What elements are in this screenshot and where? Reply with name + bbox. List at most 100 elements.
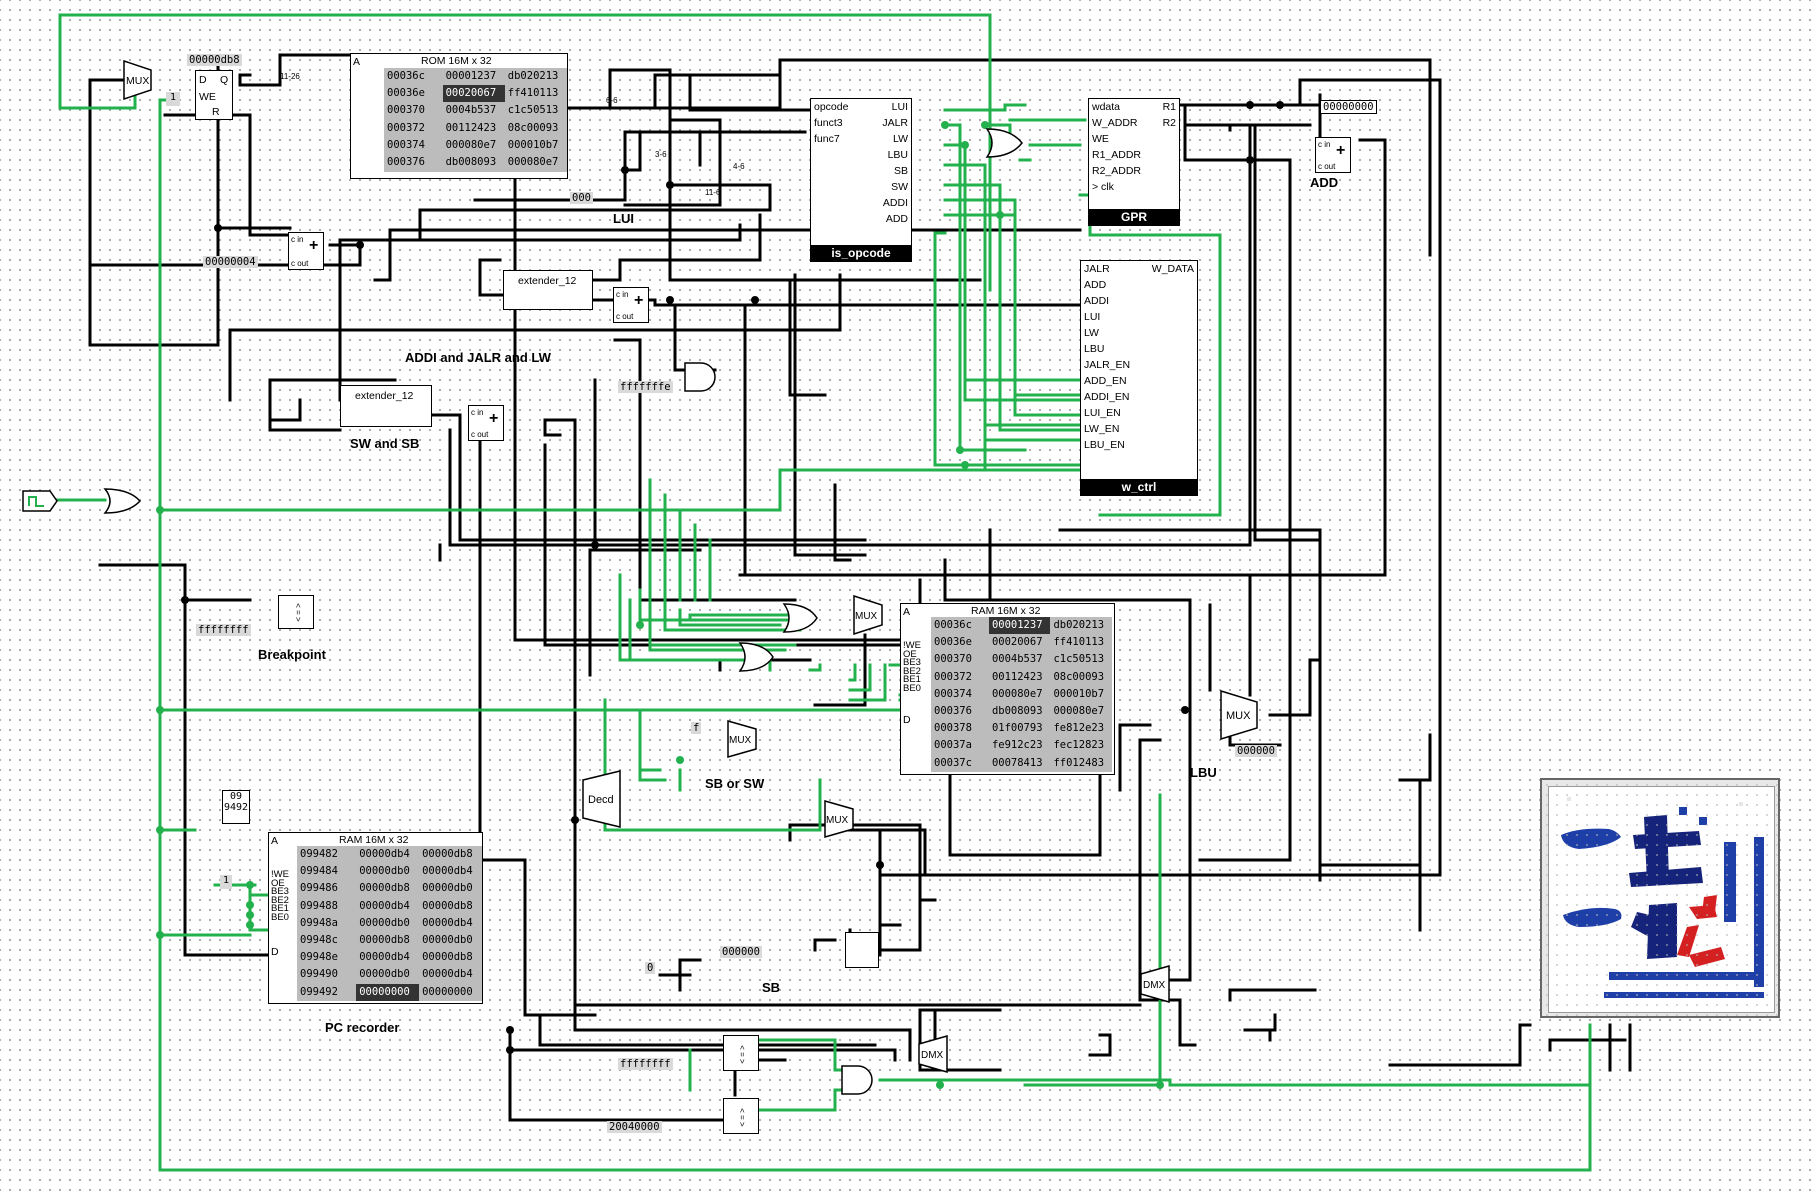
pc-value-display: 00000db8 bbox=[187, 54, 242, 66]
memory-word: fe912c23 bbox=[991, 739, 1043, 752]
memory-row: 00037a fe912c23 fec12823 bbox=[931, 737, 1112, 754]
is-opcode-output-port: LBU bbox=[887, 149, 908, 161]
memory-word: fec12823 bbox=[1053, 739, 1105, 752]
memory-address: 000372 bbox=[387, 121, 425, 134]
clock-icon[interactable] bbox=[22, 490, 58, 512]
memory-address: 000376 bbox=[934, 704, 972, 717]
io-comparator-a: < = > bbox=[723, 1035, 759, 1071]
memory-word: 00112423 bbox=[991, 670, 1043, 683]
adder-cin: c in bbox=[471, 408, 484, 417]
pc-we-const[interactable]: 1 bbox=[166, 92, 180, 106]
dmx-icon: DMX bbox=[1140, 965, 1170, 1003]
io-addr-const: 20040000 bbox=[607, 1121, 662, 1133]
splitter-label: 11-26 bbox=[280, 72, 300, 81]
lbu-label: LBU bbox=[1190, 765, 1217, 780]
memory-word: 000080e7 bbox=[445, 138, 497, 151]
w-ctrl-input-port: LBU_EN bbox=[1084, 439, 1125, 451]
memory-word: 00000db0 bbox=[359, 968, 410, 981]
extender-12-a: extender_12 bbox=[503, 270, 593, 310]
plus-icon: + bbox=[1336, 142, 1346, 159]
dff-q-port: Q bbox=[220, 74, 229, 86]
add-label: ADD bbox=[1310, 175, 1339, 190]
rom-header: ROM 16M x 32 bbox=[421, 55, 492, 67]
mask-lw-const: fffffffe bbox=[618, 381, 673, 393]
memory-word: 00000db4 bbox=[422, 968, 473, 981]
memory-address: 099486 bbox=[300, 882, 338, 895]
w-ctrl-output-port: W_DATA bbox=[1151, 263, 1194, 275]
memory-word: fe812e23 bbox=[1053, 722, 1105, 735]
or-gate-icon bbox=[103, 488, 142, 514]
memory-word: 00000000 bbox=[356, 983, 420, 1001]
ram-ctrl-port: BE1 bbox=[903, 674, 921, 685]
breakpoint-const: ffffffff bbox=[196, 624, 251, 636]
memory-address: 099492 bbox=[300, 985, 338, 998]
pc-mux-label: MUX bbox=[126, 75, 149, 87]
comparator-label: < = > bbox=[737, 1108, 747, 1127]
ram-ctrl-port: BE3 bbox=[271, 886, 289, 897]
w-ctrl-input-port: LW_EN bbox=[1084, 423, 1120, 435]
memory-word: 00001237 bbox=[988, 617, 1051, 635]
mux-label: MUX bbox=[729, 735, 752, 746]
mux-label: MUX bbox=[1226, 710, 1251, 722]
memory-address: 00036e bbox=[387, 87, 425, 100]
memory-address: 09948c bbox=[300, 933, 338, 946]
const-four: 00000004 bbox=[203, 256, 258, 268]
pc-ram-a-port: A bbox=[271, 835, 279, 847]
w-ctrl-input-port: ADD_EN bbox=[1084, 375, 1127, 387]
w-ctrl-input-port: ADD bbox=[1084, 279, 1107, 291]
gpr-input-port: > clk bbox=[1092, 181, 1114, 193]
memory-address: 000376 bbox=[387, 155, 425, 168]
ram-ctrl-port: BE2 bbox=[903, 665, 921, 677]
memory-word: ff410113 bbox=[507, 87, 559, 100]
lbu-mux-icon: MUX bbox=[1220, 690, 1258, 740]
pc-recorder-ram: A D D RAM 16M x 32 09948200000db400000db… bbox=[268, 832, 483, 1004]
splitter-label: 4-6 bbox=[733, 162, 745, 171]
pc-recorder-we-const[interactable]: 1 bbox=[220, 875, 232, 889]
memory-address: 00037a bbox=[934, 739, 972, 752]
memory-word: 00112423 bbox=[445, 121, 497, 134]
plus-icon: + bbox=[634, 292, 644, 309]
byte-f-const: f bbox=[691, 722, 702, 734]
memory-word: db008093 bbox=[445, 155, 497, 168]
sb-label: SB bbox=[762, 980, 781, 995]
w-ctrl-input-port: JALR bbox=[1084, 263, 1110, 275]
is-opcode-output-port: LUI bbox=[891, 101, 908, 113]
memory-word: ff012483 bbox=[1053, 756, 1105, 769]
memory-word: 0004b537 bbox=[991, 653, 1043, 666]
addi-jalr-lw-label: ADDI and JALR and LW bbox=[405, 350, 551, 365]
splitter-label: 6-6 bbox=[606, 96, 618, 105]
adder-cout: c out bbox=[471, 430, 489, 439]
memory-address: 099490 bbox=[300, 968, 338, 981]
w-ctrl-input-port: LBU bbox=[1084, 343, 1105, 355]
sb-sw-mux-icon: MUX bbox=[727, 720, 757, 758]
memory-address: 09948a bbox=[300, 916, 338, 929]
ram-ctrl-port: BE3 bbox=[903, 657, 921, 668]
memory-word: 00020067 bbox=[991, 636, 1043, 649]
memory-word: 08c00093 bbox=[507, 121, 559, 134]
extender-label: extender_12 bbox=[518, 275, 577, 287]
memory-address: 000370 bbox=[934, 653, 972, 666]
memory-word: 000080e7 bbox=[1053, 704, 1105, 717]
memory-address: 000370 bbox=[387, 104, 425, 117]
data-ram: A D D RAM 16M x 32 00036c00001237db02021… bbox=[900, 603, 1115, 775]
memory-word: 000010b7 bbox=[507, 138, 559, 151]
gpr-input-port: wdata bbox=[1092, 101, 1121, 113]
w-ctrl-title: w_ctrl bbox=[1081, 479, 1197, 495]
w-ctrl-input-port: JALR_EN bbox=[1084, 359, 1131, 371]
memory-word: 00000db8 bbox=[422, 951, 473, 964]
lui-label: LUI bbox=[613, 211, 634, 226]
